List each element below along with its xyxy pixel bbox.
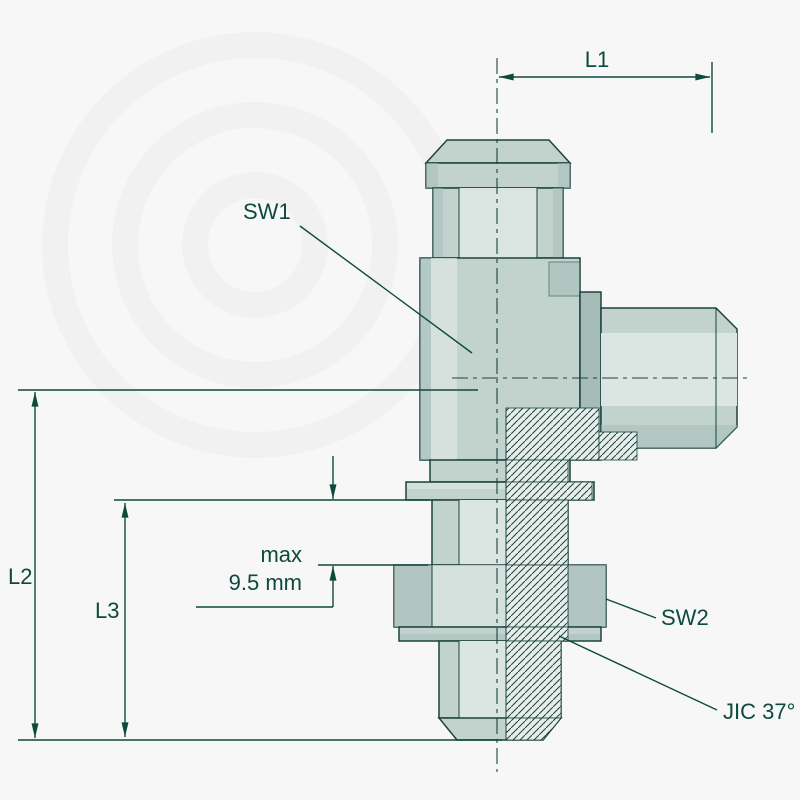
label-l2: L2 <box>8 564 32 589</box>
label-l1: L1 <box>585 47 609 72</box>
label-l3: L3 <box>95 598 119 623</box>
hatch-port-underside <box>598 431 638 461</box>
top-port-shade <box>433 188 443 258</box>
dimension-l2: L2 <box>8 389 502 741</box>
body-shade <box>420 258 431 460</box>
hex-facet-right <box>568 565 606 627</box>
hex-facet-left <box>394 565 432 627</box>
callout-jic: JIC 37° <box>558 635 795 724</box>
top-port-shade <box>553 188 563 258</box>
hatch-washer <box>505 626 569 642</box>
centerlines <box>452 58 748 772</box>
fitting <box>393 139 738 741</box>
hatch-nut <box>505 564 569 628</box>
dimensions: L1 L2 L3 max 9.5 mm SW1 <box>8 47 795 741</box>
top-port-highlight <box>459 188 537 258</box>
stem <box>393 459 607 741</box>
leader-line <box>299 225 473 354</box>
label-jic: JIC 37° <box>723 699 795 724</box>
callout-sw2: SW2 <box>605 598 709 630</box>
right-port-highlight <box>601 333 737 406</box>
right-port-shading <box>601 308 737 448</box>
background-watermark <box>55 45 455 445</box>
hatch-flange <box>505 481 593 501</box>
callout-sw1: SW1 <box>243 199 473 354</box>
leader-line <box>558 635 718 711</box>
body-corner-step <box>548 261 581 297</box>
top-port-shade <box>426 163 438 188</box>
washer-shade <box>400 634 600 640</box>
hatch-lower-thread <box>505 640 562 719</box>
top-port-nose <box>424 139 572 164</box>
label-sw1: SW1 <box>243 199 291 224</box>
dimension-l3: L3 <box>95 503 129 737</box>
leader-line <box>605 598 657 619</box>
top-port-band <box>425 162 571 189</box>
label-max-value: 9.5 mm <box>229 570 302 595</box>
top-port-shade <box>558 163 570 188</box>
label-max: max <box>260 542 302 567</box>
label-sw2: SW2 <box>661 605 709 630</box>
hatch-neck <box>505 459 569 483</box>
dimension-l1: L1 <box>499 47 713 133</box>
flange-highlight <box>407 483 593 489</box>
hatch-body <box>505 407 600 461</box>
dimension-max: max 9.5 mm <box>114 456 430 608</box>
section-hatch <box>505 407 638 741</box>
body-highlight <box>431 258 457 460</box>
top-port <box>424 139 572 259</box>
hatch-stud <box>505 499 569 566</box>
watermark-ring <box>125 115 385 375</box>
